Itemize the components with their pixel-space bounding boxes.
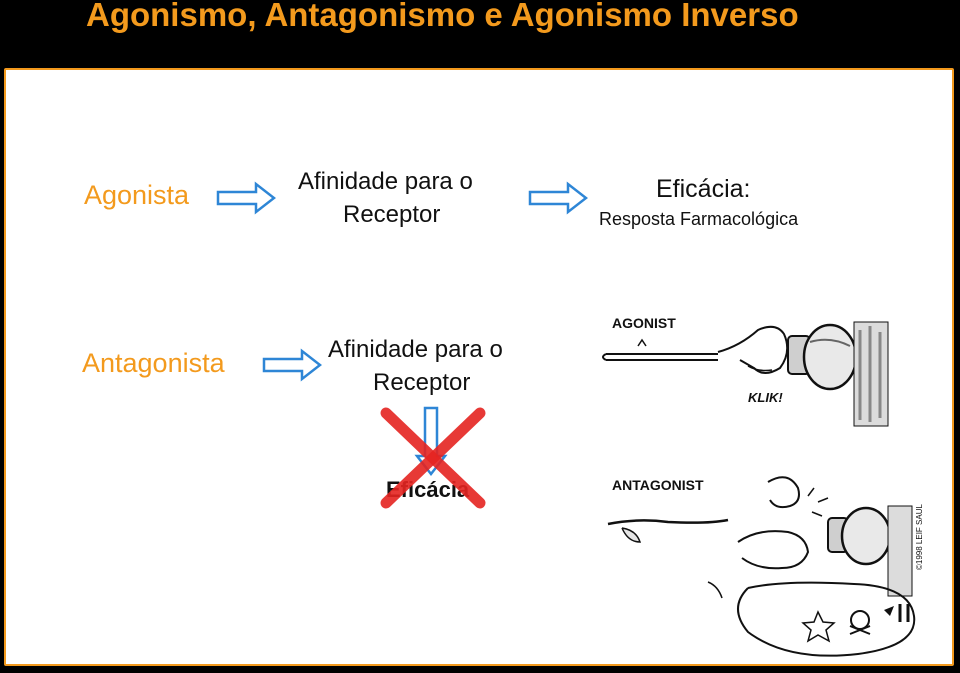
agonist-sound-label: KLIK!	[748, 390, 783, 405]
agonist-efficacy-title: Eficácia:	[656, 175, 751, 203]
antagonist-affinity-line1: Afinidade para o	[328, 336, 503, 363]
slide-title: Agonismo, Antagonismo e Agonismo Inverso	[86, 0, 799, 33]
arrow-right-icon	[262, 348, 322, 382]
arrow-right-icon	[216, 181, 276, 215]
agonist-caption: AGONIST	[612, 315, 676, 331]
antagonist-key-cartoon: ANTAGONIST ©1998 LEIF SAUL	[607, 476, 924, 657]
agonist-affinity-line2: Receptor	[343, 201, 441, 228]
content-panel: Agonista Afinidade para o Receptor Eficá…	[4, 68, 954, 666]
red-cross-icon	[380, 407, 486, 509]
cartoon-copyright: ©1998 LEIF SAUL	[915, 504, 924, 570]
antagonist-caption: ANTAGONIST	[612, 477, 704, 493]
agonist-key-cartoon: AGONIST KLIK!	[602, 315, 889, 427]
agonist-affinity-line1: Afinidade para o	[298, 168, 473, 195]
agonist-term: Agonista	[84, 180, 190, 210]
agonist-efficacy-desc: Resposta Farmacológica	[599, 209, 799, 229]
antagonist-affinity-line2: Receptor	[373, 369, 471, 396]
antagonist-term: Antagonista	[82, 348, 225, 378]
arrow-right-icon	[528, 181, 588, 215]
